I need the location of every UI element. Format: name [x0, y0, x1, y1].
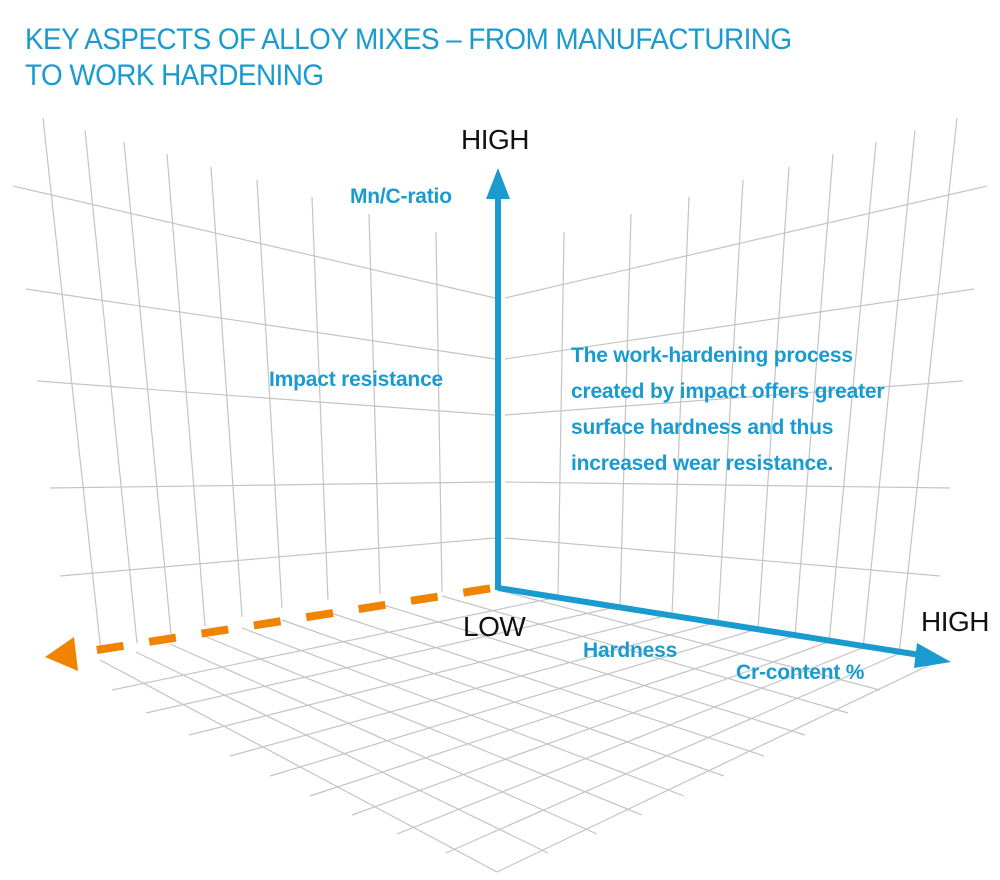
right-wall-grid [504, 117, 988, 656]
title-line-1: KEY ASPECTS OF ALLOY MIXES – FROM MANUFA… [25, 23, 792, 56]
mn-c-ratio-label: Mn/C-ratio [350, 185, 452, 208]
impact-resistance-label: Impact resistance [269, 368, 444, 391]
note-line-1: The work-hardening process [571, 344, 853, 367]
floor-grid [99, 589, 941, 873]
blue-vertical-axis [486, 168, 510, 590]
hardness-label: Hardness [583, 639, 678, 662]
vertical-axis-high-label: HIGH [461, 124, 530, 155]
note-line-2: created by impact offers greater [571, 380, 885, 403]
right-axis-high-label: HIGH [921, 606, 990, 637]
up-arrowhead-icon [486, 168, 510, 199]
cr-content-label: Cr-content % [736, 661, 865, 684]
note-line-4: increased wear resistance. [571, 452, 834, 475]
note-line-3: surface hardness and thus [571, 416, 834, 439]
blue-right-axis [497, 585, 951, 668]
work-hardening-note: The work-hardening process created by im… [571, 338, 885, 482]
orange-dashed-axis [45, 584, 494, 671]
title-line-2: TO WORK HARDENING [25, 59, 324, 92]
origin-low-label: LOW [463, 611, 526, 642]
diagram-title: KEY ASPECTS OF ALLOY MIXES – FROM MANUFA… [25, 22, 792, 94]
left-wall-grid [12, 117, 496, 653]
right-arrowhead-icon [914, 643, 951, 668]
orange-arrowhead-icon [45, 637, 78, 671]
